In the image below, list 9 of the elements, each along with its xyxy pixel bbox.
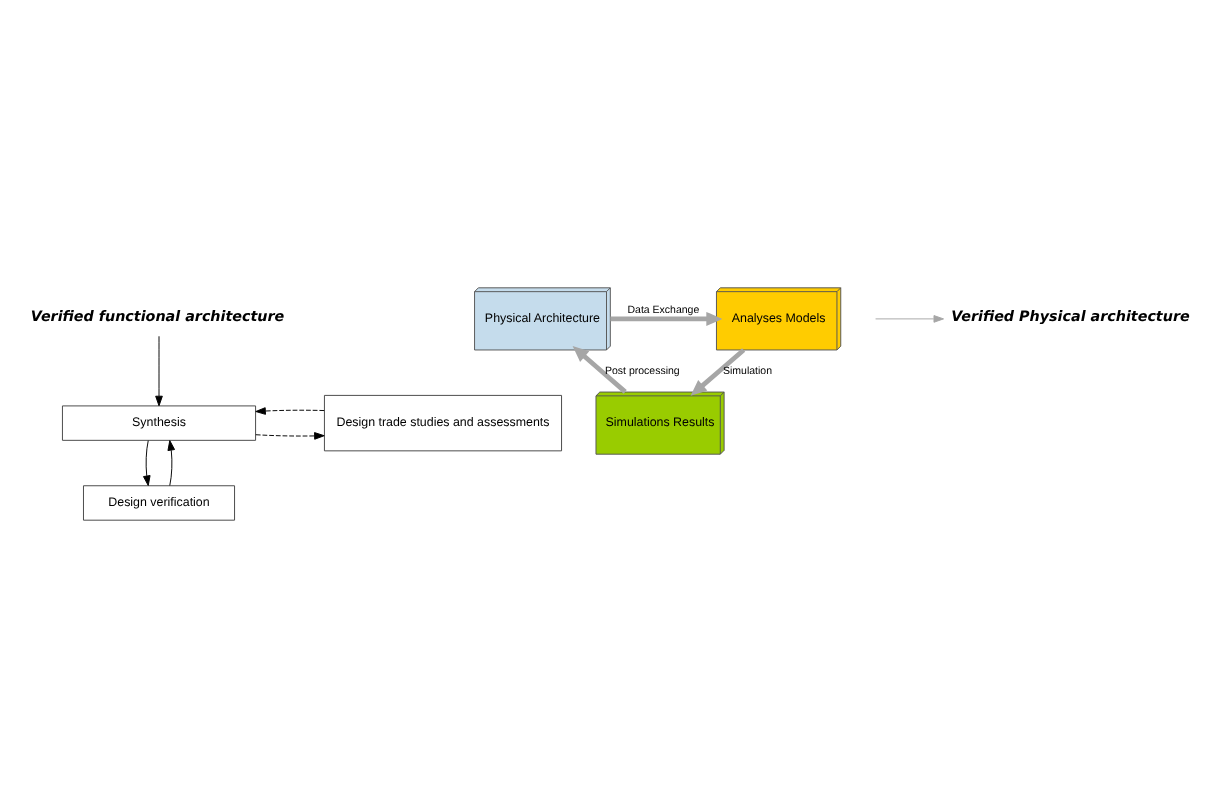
arrow <box>610 310 723 325</box>
arrow <box>255 406 325 414</box>
arrow <box>255 431 325 439</box>
arrow <box>155 334 163 406</box>
arrow <box>690 347 746 395</box>
arrow <box>572 345 627 393</box>
arrow <box>875 314 944 322</box>
arrow <box>167 439 176 485</box>
arrow <box>143 439 151 485</box>
